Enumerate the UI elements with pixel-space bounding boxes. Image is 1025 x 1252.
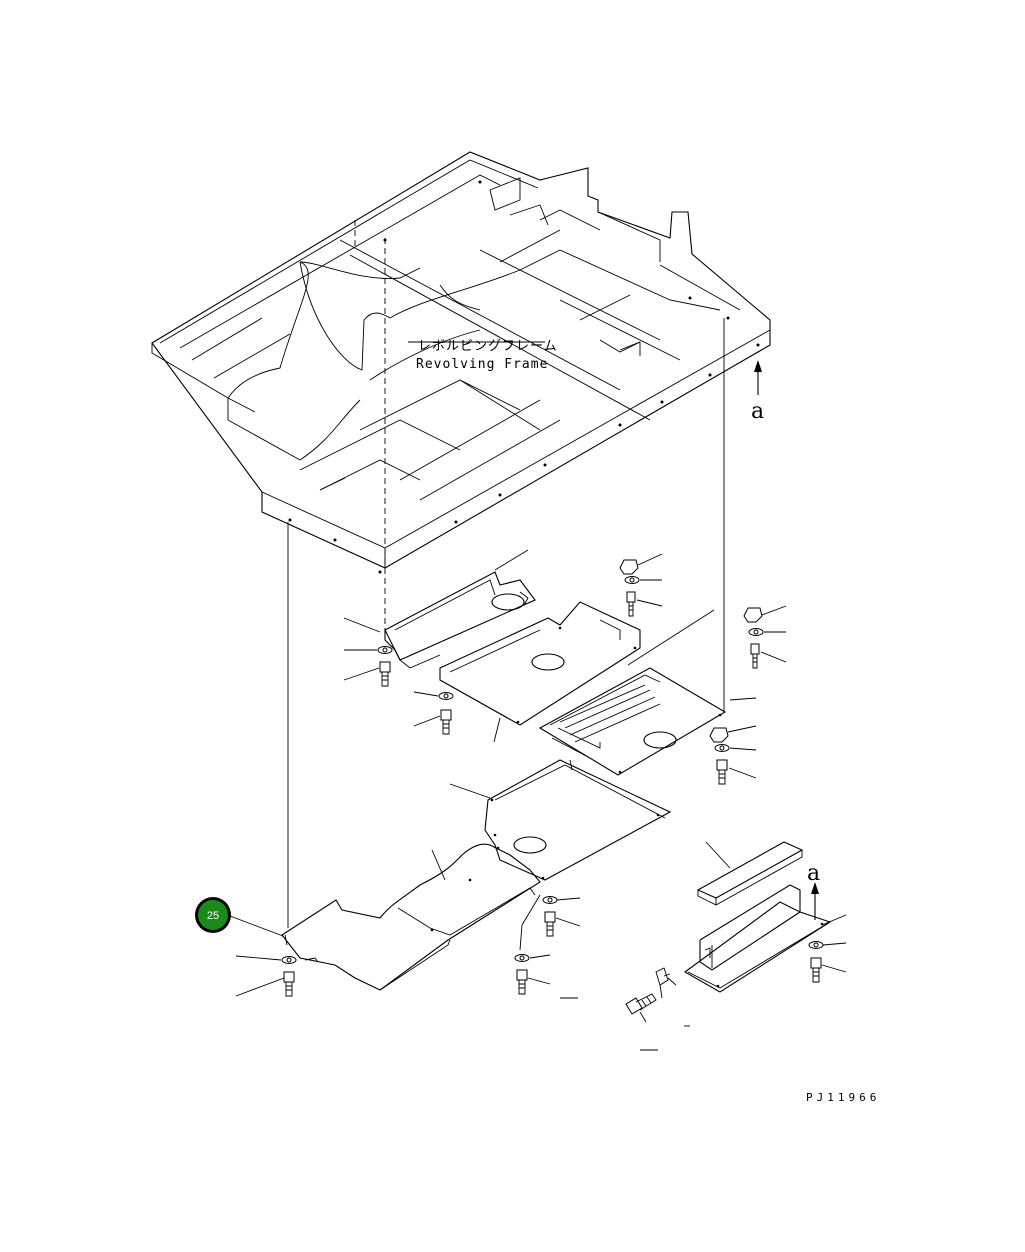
callout-number: 25 (207, 910, 219, 922)
frame-label-japanese: レボルビングフレーム (418, 339, 558, 354)
battery-box-tray (683, 841, 832, 993)
upper-cover-left (384, 571, 536, 669)
callout-25[interactable]: 25 (195, 897, 231, 933)
frame-label-group: レボルビングフレーム Revolving Frame (408, 339, 558, 372)
upper-cover-center (439, 601, 641, 726)
callout-badge (198, 900, 228, 930)
middle-cover (484, 759, 672, 881)
revolving-frame (151, 151, 771, 574)
fasteners (281, 559, 824, 1015)
view-arrow-top (754, 360, 762, 395)
alignment-lines (287, 220, 725, 928)
lower-left-cover (281, 843, 541, 991)
upper-cover-right-radiator (538, 667, 727, 776)
drawing-id: PJ11966 (806, 1091, 880, 1104)
leader-lines (229, 549, 847, 1051)
frame-label-english: Revolving Frame (416, 357, 548, 372)
view-marker-bottom: a (807, 861, 820, 886)
view-marker-top: a (751, 399, 764, 424)
